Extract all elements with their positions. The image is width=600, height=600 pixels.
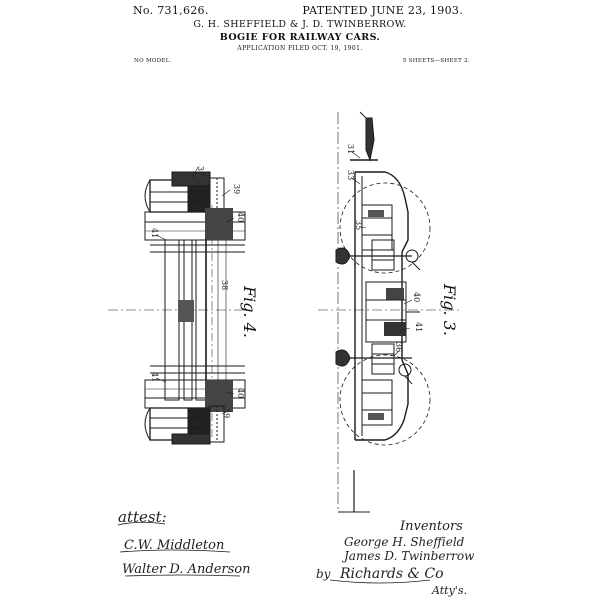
inventors-label: Inventors	[399, 519, 463, 534]
model-note: NO MODEL.	[134, 58, 172, 64]
attys-label: Atty's.	[431, 584, 467, 597]
patent-date: PATENTED JUNE 23, 1903.	[302, 4, 463, 17]
patent-title: BOGIE FOR RAILWAY CARS.	[219, 32, 381, 43]
ref-41-fig3: 41	[414, 322, 423, 332]
ref-39-bottom: 39	[222, 408, 231, 418]
inventors-heading: G. H. SHEFFIELD & J. D. TWINBERROW.	[193, 19, 407, 30]
ref-33: 33	[346, 170, 355, 180]
fig4-drawing	[108, 166, 248, 445]
fig3-drawing	[318, 111, 462, 513]
fig4-label: Fig. 4.	[240, 285, 259, 338]
patent-number: No. 731,626.	[133, 4, 209, 17]
application-filed: APPLICATION FILED OCT. 19, 1901.	[237, 45, 363, 52]
witness-2-signature: Walter D. Anderson	[122, 562, 251, 577]
attorney-signature: Richards & Co	[339, 566, 444, 582]
ref-31: 31	[346, 144, 355, 154]
ref-40-bottom: 40	[236, 388, 245, 398]
ref-40-fig3: 40	[412, 292, 421, 302]
ref-41-bottom: 41	[150, 372, 159, 382]
ref-40-top: 40	[236, 212, 245, 222]
ref-38: 38	[220, 280, 229, 290]
sheet-count: 5 SHEETS—SHEET 2.	[402, 58, 470, 64]
ref-35: 35	[354, 220, 363, 230]
witness-1-signature: C.W. Middleton	[124, 538, 224, 553]
ref-41-top: 41	[150, 228, 159, 238]
ref-39-top: 39	[232, 184, 241, 194]
fig3-label: Fig. 3.	[440, 283, 459, 336]
ref-37: 37	[196, 166, 205, 176]
by-label: by	[316, 567, 331, 581]
inventor-1-signature: George H. Sheffield	[344, 535, 465, 549]
ref-36: 36	[394, 342, 403, 352]
attest-label: attest:	[118, 508, 167, 526]
inventor-2-signature: James D. Twinberrow	[341, 549, 475, 563]
